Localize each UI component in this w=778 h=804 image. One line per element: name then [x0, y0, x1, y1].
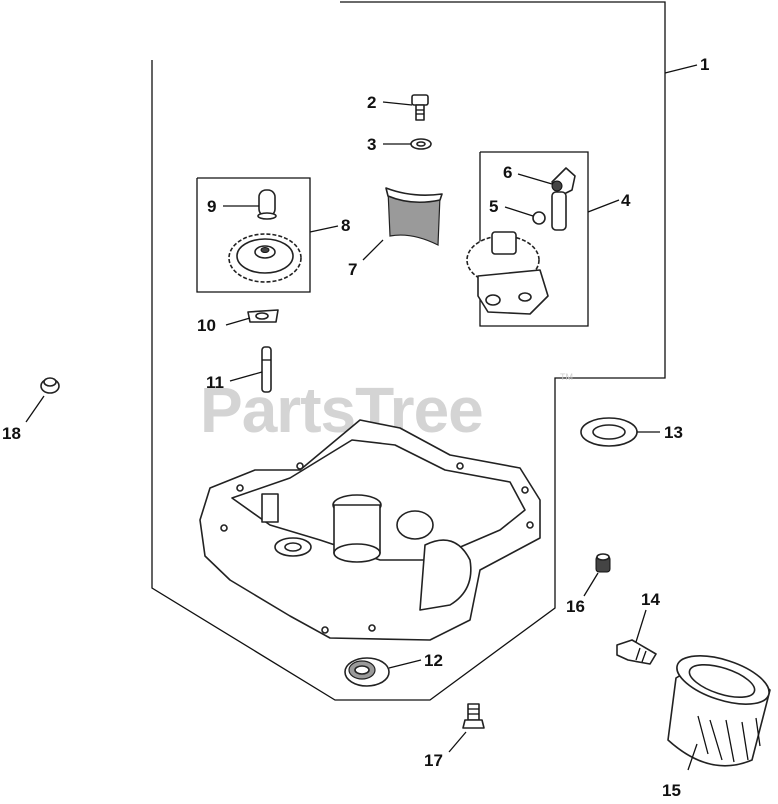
callout-3[interactable]: 3 — [367, 135, 376, 154]
callout-17[interactable]: 17 — [424, 751, 443, 770]
part-17-bolt[interactable] — [462, 703, 485, 729]
part-4-oil-pump[interactable] — [466, 231, 549, 315]
part-14-filter-stud[interactable] — [616, 639, 657, 665]
callout-18[interactable]: 18 — [2, 424, 21, 443]
oil-pan-closure-plate[interactable] — [199, 419, 541, 641]
subassembly-8-box — [196, 177, 311, 293]
part-5-o-ring[interactable] — [532, 211, 546, 225]
assembly-1-boundary — [151, 1, 666, 701]
part-13-oil-seal[interactable] — [580, 417, 638, 447]
part-16-fitting[interactable] — [595, 553, 611, 573]
watermark-text: PartsTree — [200, 374, 483, 446]
leader-lines — [25, 64, 698, 771]
part-7-bearing-shell[interactable] — [385, 187, 443, 246]
part-18-drain-plug[interactable] — [40, 377, 60, 394]
watermark-trademark: TM — [560, 372, 573, 382]
part-10-clip[interactable] — [247, 309, 279, 323]
callout-8[interactable]: 8 — [341, 216, 350, 235]
callout-13[interactable]: 13 — [664, 423, 683, 442]
callout-15[interactable]: 15 — [662, 781, 681, 800]
part-11-shaft-pin[interactable] — [261, 346, 272, 393]
part-3-washer[interactable] — [410, 138, 432, 150]
callout-1[interactable]: 1 — [700, 55, 709, 74]
part-9-plug[interactable] — [257, 189, 277, 220]
part-8-governor-gear[interactable] — [228, 233, 302, 283]
part-12-oil-seal[interactable] — [344, 657, 390, 687]
callout-9[interactable]: 9 — [207, 197, 216, 216]
callout-5[interactable]: 5 — [489, 197, 498, 216]
callout-labels: 1 2 3 4 5 6 7 8 9 10 11 12 13 14 15 16 1… — [2, 55, 709, 800]
callout-14[interactable]: 14 — [641, 590, 660, 609]
part-15-oil-filter[interactable] — [667, 646, 775, 767]
callout-4[interactable]: 4 — [621, 191, 631, 210]
callout-10[interactable]: 10 — [197, 316, 216, 335]
callout-11[interactable]: 11 — [206, 373, 224, 392]
callout-7[interactable]: 7 — [348, 260, 357, 279]
callout-2[interactable]: 2 — [367, 93, 376, 112]
callout-6[interactable]: 6 — [503, 163, 512, 182]
part-6-fitting[interactable] — [551, 167, 576, 231]
callout-16[interactable]: 16 — [566, 597, 585, 616]
callout-12[interactable]: 12 — [424, 651, 443, 670]
part-2-bolt[interactable] — [411, 94, 429, 121]
